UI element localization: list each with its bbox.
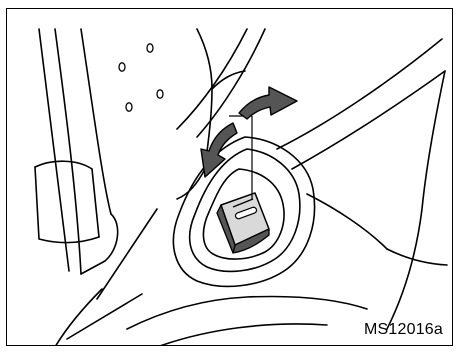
floor-lines	[55, 209, 157, 346]
figure-code: MS12016a	[364, 321, 443, 339]
seat-switch-illustration	[7, 9, 453, 346]
figure-frame: MS12016a	[6, 8, 453, 346]
rivet-holes	[119, 44, 163, 111]
seat-switch-knob	[217, 193, 269, 253]
curved-arrow-up-icon	[239, 87, 297, 119]
